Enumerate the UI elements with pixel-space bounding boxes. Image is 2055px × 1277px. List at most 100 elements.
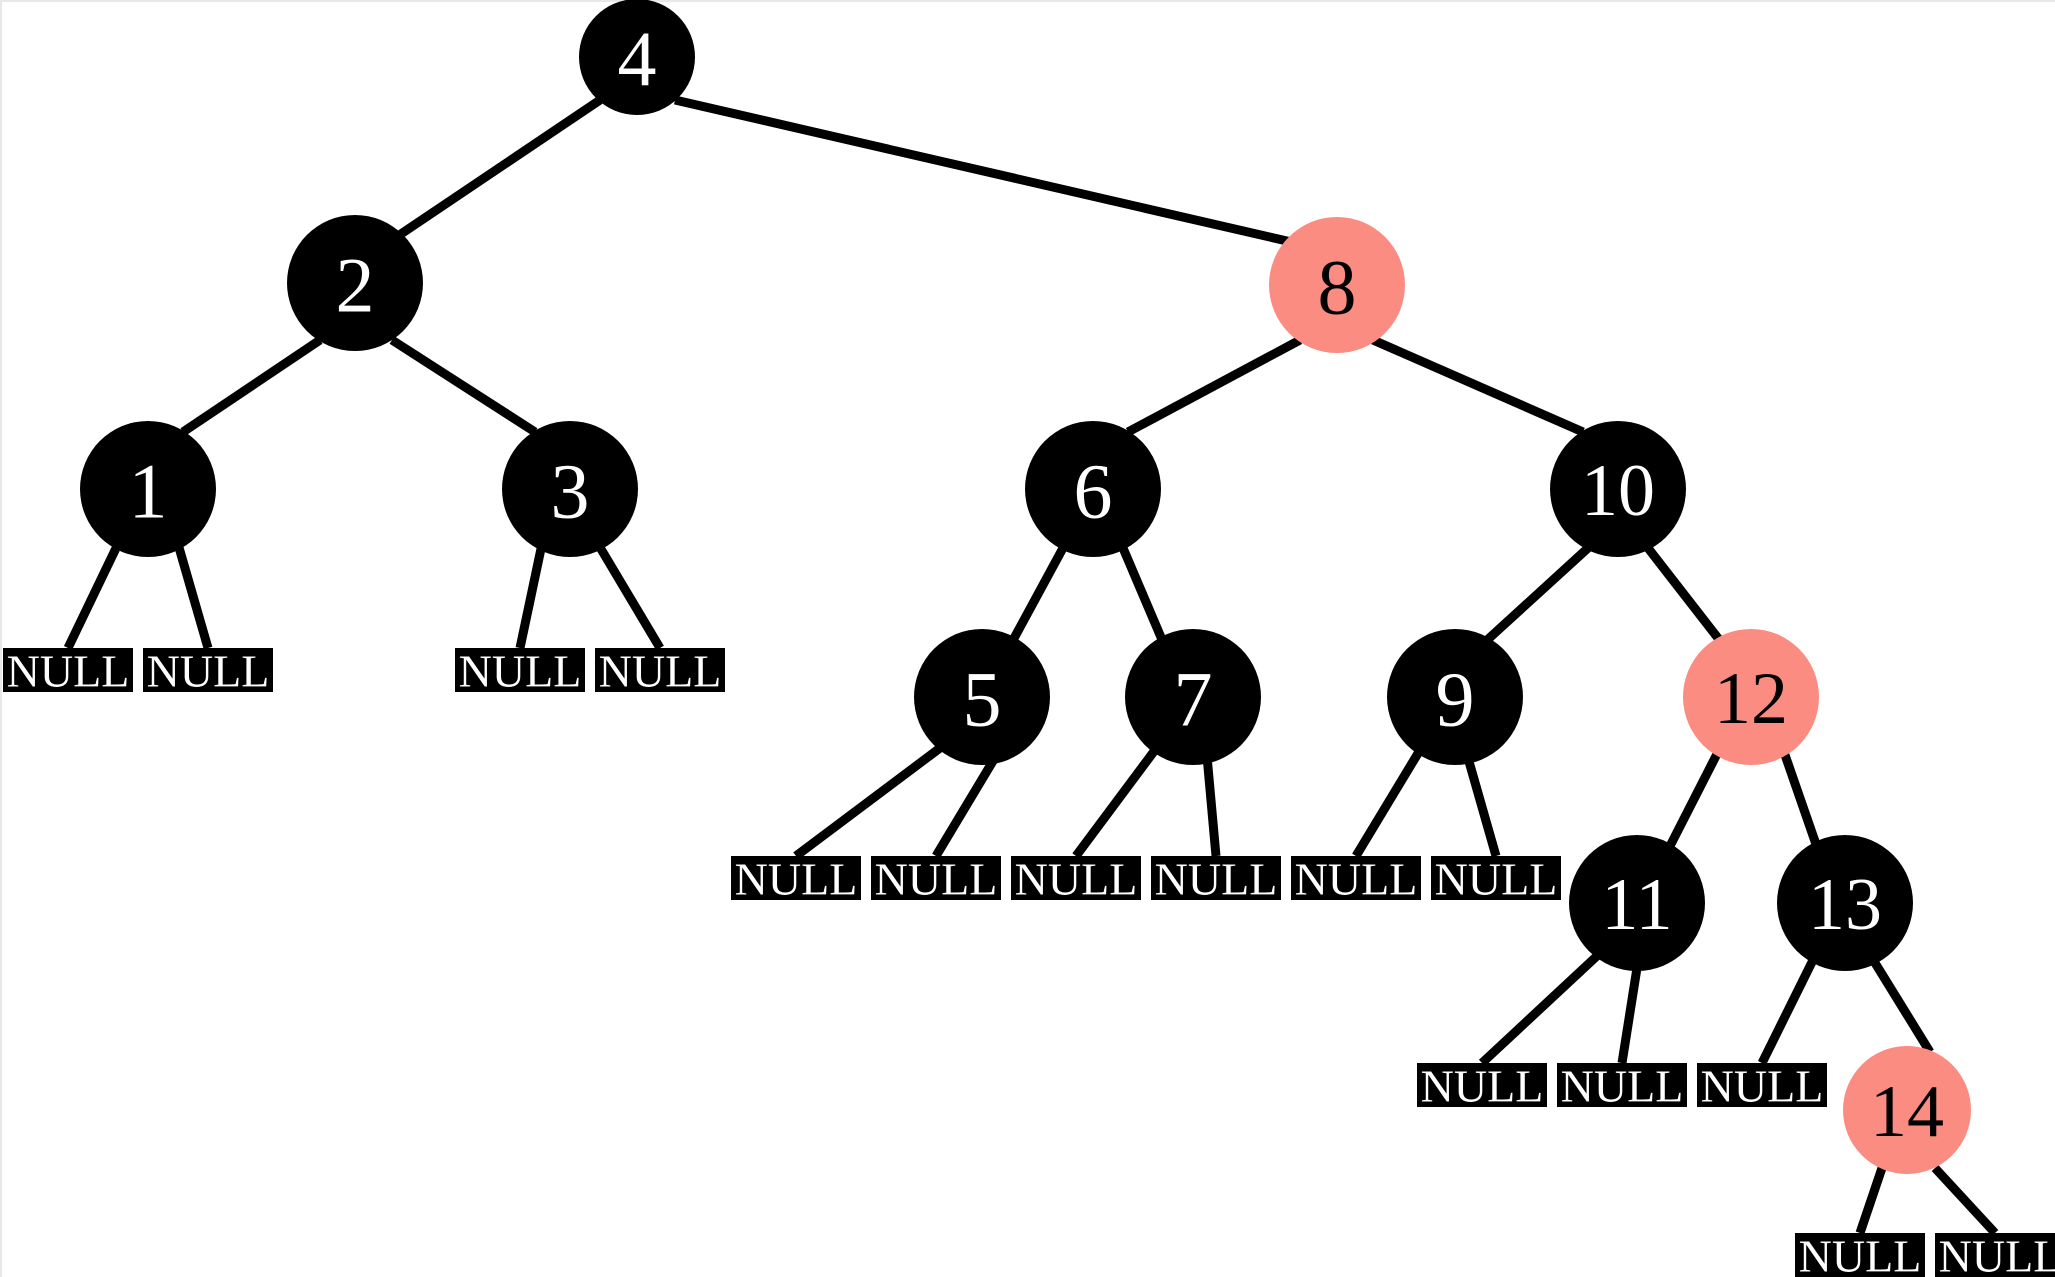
null-label: NULL [147,646,270,697]
null-box [143,648,273,692]
tree-edge-n9-x10 [1463,756,1501,858]
tree-node-8[interactable]: 8 [1269,217,1405,353]
tree-node-12[interactable]: 12 [1683,629,1819,765]
node-circle-black[interactable] [1777,835,1913,971]
tree-edge-n13-x13 [1757,956,1819,1065]
tree-node-9[interactable]: 9 [1387,629,1523,765]
tree-edge-n6-n7 [1118,546,1168,644]
null-label: NULL [875,854,998,905]
edges-group [63,95,1999,1237]
null-leaf: NULL [1795,1231,1925,1277]
tree-node-1[interactable]: 1 [80,421,216,557]
null-label: NULL [1435,854,1558,905]
node-circle-black[interactable] [502,421,638,557]
null-boxes-group: NULL NULL NULL NULL NULL NULL NULL NULL NULL NULL… [3,646,2055,1277]
tree-node-14[interactable]: 14 [1843,1046,1971,1174]
tree-edge-n12-n11 [1663,749,1723,853]
node-label: 2 [336,242,375,329]
null-box [731,856,861,900]
tree-node-2[interactable]: 2 [287,215,423,351]
tree-edge-n6-n5 [1008,545,1067,645]
node-circle-black[interactable] [287,215,423,351]
node-circle-black[interactable] [1569,835,1705,971]
tree-node-10[interactable]: 10 [1550,421,1686,557]
node-label: 13 [1808,864,1882,946]
node-label: 1 [129,448,168,535]
null-label: NULL [7,646,130,697]
tree-edge-n14-x15 [1931,1164,1999,1237]
null-label: NULL [1015,854,1138,905]
tree-edge-n1-x2 [173,542,213,650]
node-circle-red[interactable] [1843,1046,1971,1174]
tree-node-4[interactable]: 4 [579,0,695,115]
node-circle-black[interactable] [914,629,1050,765]
null-box [595,648,725,692]
tree-edge-n8-n10 [1371,335,1585,437]
tree-node-13[interactable]: 13 [1777,835,1913,971]
null-label: NULL [1701,1061,1824,1112]
node-label: 5 [963,656,1002,743]
null-box [455,648,585,692]
tree-edge-n4-n2 [389,96,603,244]
null-box [871,856,1001,900]
null-label: NULL [1295,854,1418,905]
node-label: 9 [1436,656,1475,743]
tree-edge-n11-x11 [1478,951,1602,1067]
node-label: 7 [1174,656,1213,743]
tree-edge-n4-n8 [673,95,1302,249]
tree-edge-n14-x14 [1855,1166,1887,1235]
tree-edge-n5-x6 [932,753,1000,859]
null-leaf: NULL [1011,854,1141,905]
null-label: NULL [459,646,582,697]
node-label: 10 [1581,450,1655,532]
null-label: NULL [599,646,722,697]
node-circle-red[interactable] [1683,629,1819,765]
null-label: NULL [1799,1231,1922,1277]
null-leaf: NULL [871,854,1001,905]
tree-edge-n13-n14 [1868,955,1934,1055]
tree-node-3[interactable]: 3 [502,421,638,557]
null-leaf: NULL [1291,854,1421,905]
node-circle-black[interactable] [579,0,695,115]
tree-edge-n7-x8 [1202,755,1221,857]
null-leaf: NULL [143,646,273,697]
node-circle-black[interactable] [1025,421,1161,557]
null-leaf: NULL [731,854,861,905]
tree-edge-n8-n6 [1125,336,1303,436]
null-box [1557,1063,1687,1107]
tree-edge-n2-n3 [389,336,538,436]
null-leaf: NULL [1151,854,1281,905]
canvas-left-border [0,0,2,1277]
null-leaf: NULL [3,646,133,697]
null-label: NULL [1421,1061,1544,1112]
node-circle-black[interactable] [1550,421,1686,557]
null-label: NULL [1939,1231,2055,1277]
tree-node-6[interactable]: 6 [1025,421,1161,557]
node-circle-black[interactable] [80,421,216,557]
tree-edge-n5-x5 [793,744,943,860]
null-box [1291,856,1421,900]
tree-edge-n1-x1 [63,542,123,650]
tree-edge-n10-n9 [1481,544,1592,646]
node-circle-red[interactable] [1269,217,1405,353]
tree-node-7[interactable]: 7 [1125,629,1261,765]
tree-node-5[interactable]: 5 [914,629,1050,765]
tree-edge-n3-x4 [594,541,664,651]
null-leaf: NULL [1431,854,1561,905]
tree-edge-n10-n12 [1644,545,1725,645]
null-leaf: NULL [1557,1061,1687,1112]
null-box [1417,1063,1547,1107]
tree-node-11[interactable]: 11 [1569,835,1705,971]
node-label: 6 [1074,448,1113,535]
tree-edge-n3-x3 [515,543,547,649]
node-circle-black[interactable] [1387,629,1523,765]
null-box [1935,1233,2055,1277]
null-leaf: NULL [1935,1231,2055,1277]
tree-edge-n7-x7 [1072,747,1159,859]
node-circle-black[interactable] [1125,629,1261,765]
null-leaf: NULL [595,646,725,697]
null-label: NULL [735,854,858,905]
node-label: 3 [551,448,590,535]
